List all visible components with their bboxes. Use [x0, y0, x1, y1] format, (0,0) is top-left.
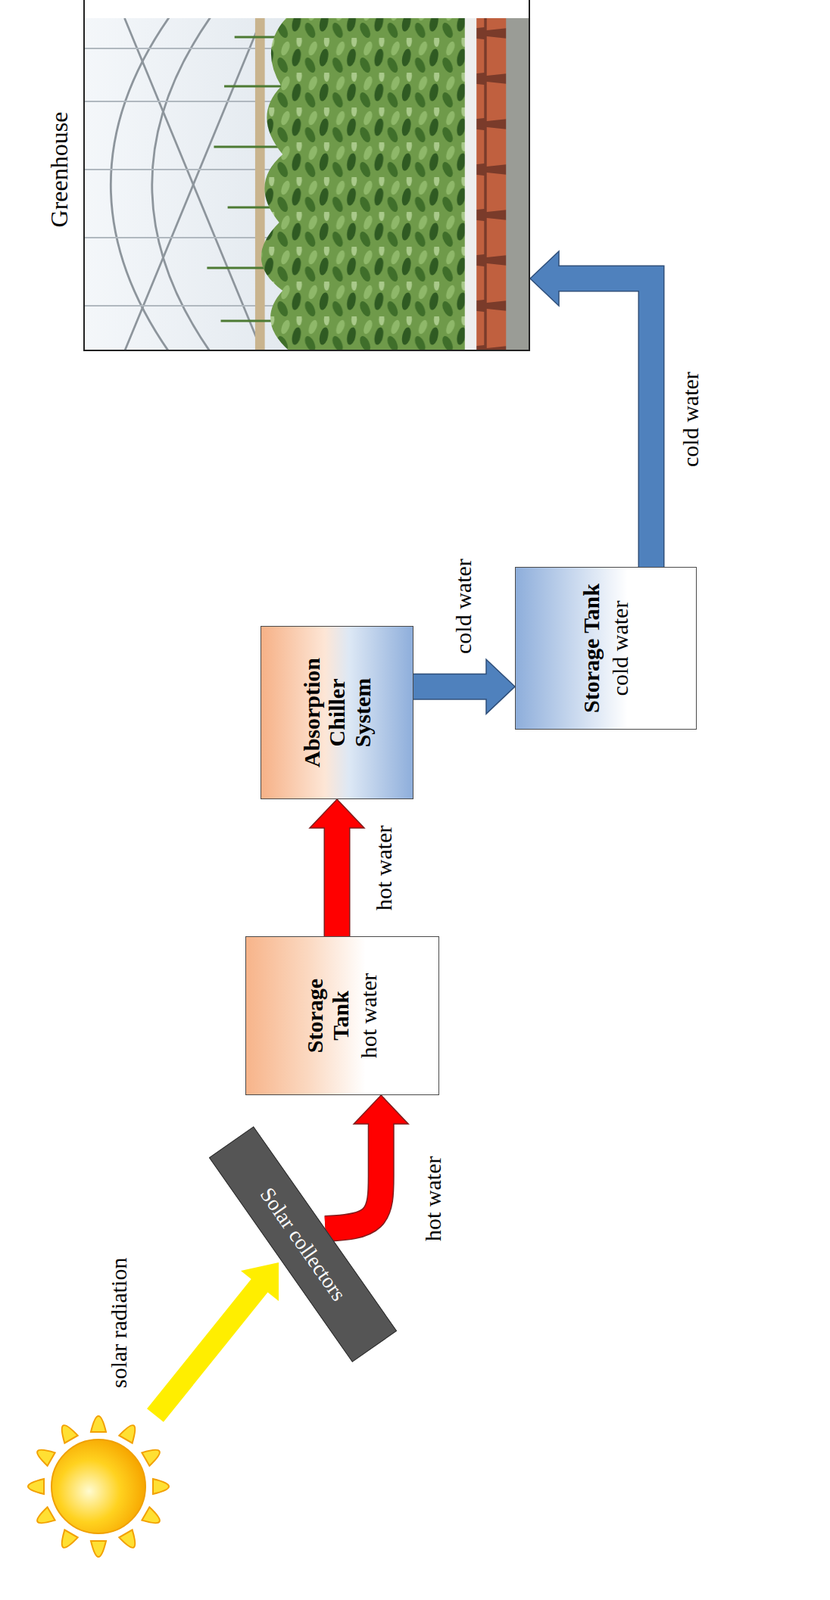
arrow-head	[353, 1095, 409, 1125]
arrow-outline	[558, 278, 652, 568]
arrow-head	[530, 251, 559, 306]
sun-ray	[33, 1507, 55, 1529]
flow-arrow	[530, 251, 652, 568]
arrow-body	[324, 1122, 381, 1230]
sun-disc	[51, 1440, 146, 1535]
arrow-body	[556, 278, 652, 568]
sun-ray	[141, 1445, 163, 1467]
sun-ray	[90, 1541, 107, 1558]
greenhouse-photo	[83, 18, 531, 352]
storage-tank: Storage Tankcold water	[514, 567, 697, 731]
radiation-arrow-head	[240, 1263, 279, 1302]
flow-label: hot water	[371, 826, 397, 912]
tank-title: Storage Tank	[302, 952, 353, 1080]
sun-ray	[56, 1530, 79, 1552]
plant-foliage	[261, 18, 469, 352]
flow-label: hot water	[420, 1157, 447, 1242]
greenhouse-heading: Greenhouse	[45, 0, 74, 381]
radiation-label: solar radiation	[106, 1258, 132, 1389]
sun-ray	[141, 1507, 163, 1529]
chiller-title: Absorption Chiller System	[299, 642, 376, 784]
flow-label: cold water	[677, 371, 704, 468]
flow-arrow	[309, 799, 365, 937]
greenhouse-floor	[505, 18, 531, 352]
sun-ray	[28, 1479, 44, 1495]
greenhouse-sky	[83, 18, 531, 352]
greenhouse-roof	[110, 18, 263, 352]
sun-ray	[90, 1416, 107, 1433]
sun-ray	[152, 1479, 169, 1495]
sun-ray	[33, 1445, 55, 1467]
flow-arrow	[413, 659, 515, 715]
chiller-box: Absorption Chiller System	[260, 626, 414, 800]
flow-arrow	[324, 1095, 409, 1230]
arrow-body	[413, 674, 489, 699]
greenhouse-frame: Greenhouse	[83, 0, 531, 352]
radiation-arrow	[155, 1263, 279, 1417]
arrow-head	[486, 659, 515, 715]
radiation-arrow-body	[155, 1285, 261, 1417]
tank-content: hot water	[355, 973, 383, 1059]
storage-tank: Storage Tankhot water	[245, 936, 440, 1096]
plant-pots	[476, 18, 508, 352]
sun-ray	[56, 1422, 79, 1444]
flow-label: cold water	[450, 558, 477, 655]
tank-content: cold water	[607, 601, 634, 697]
tank-title: Storage Tank	[578, 583, 605, 714]
arrow-body	[324, 826, 350, 937]
sun-ray	[118, 1422, 141, 1444]
arrow-head	[309, 799, 365, 829]
greenhouse-beam	[255, 18, 266, 352]
sun	[28, 1416, 169, 1558]
sun-ray	[118, 1530, 141, 1552]
